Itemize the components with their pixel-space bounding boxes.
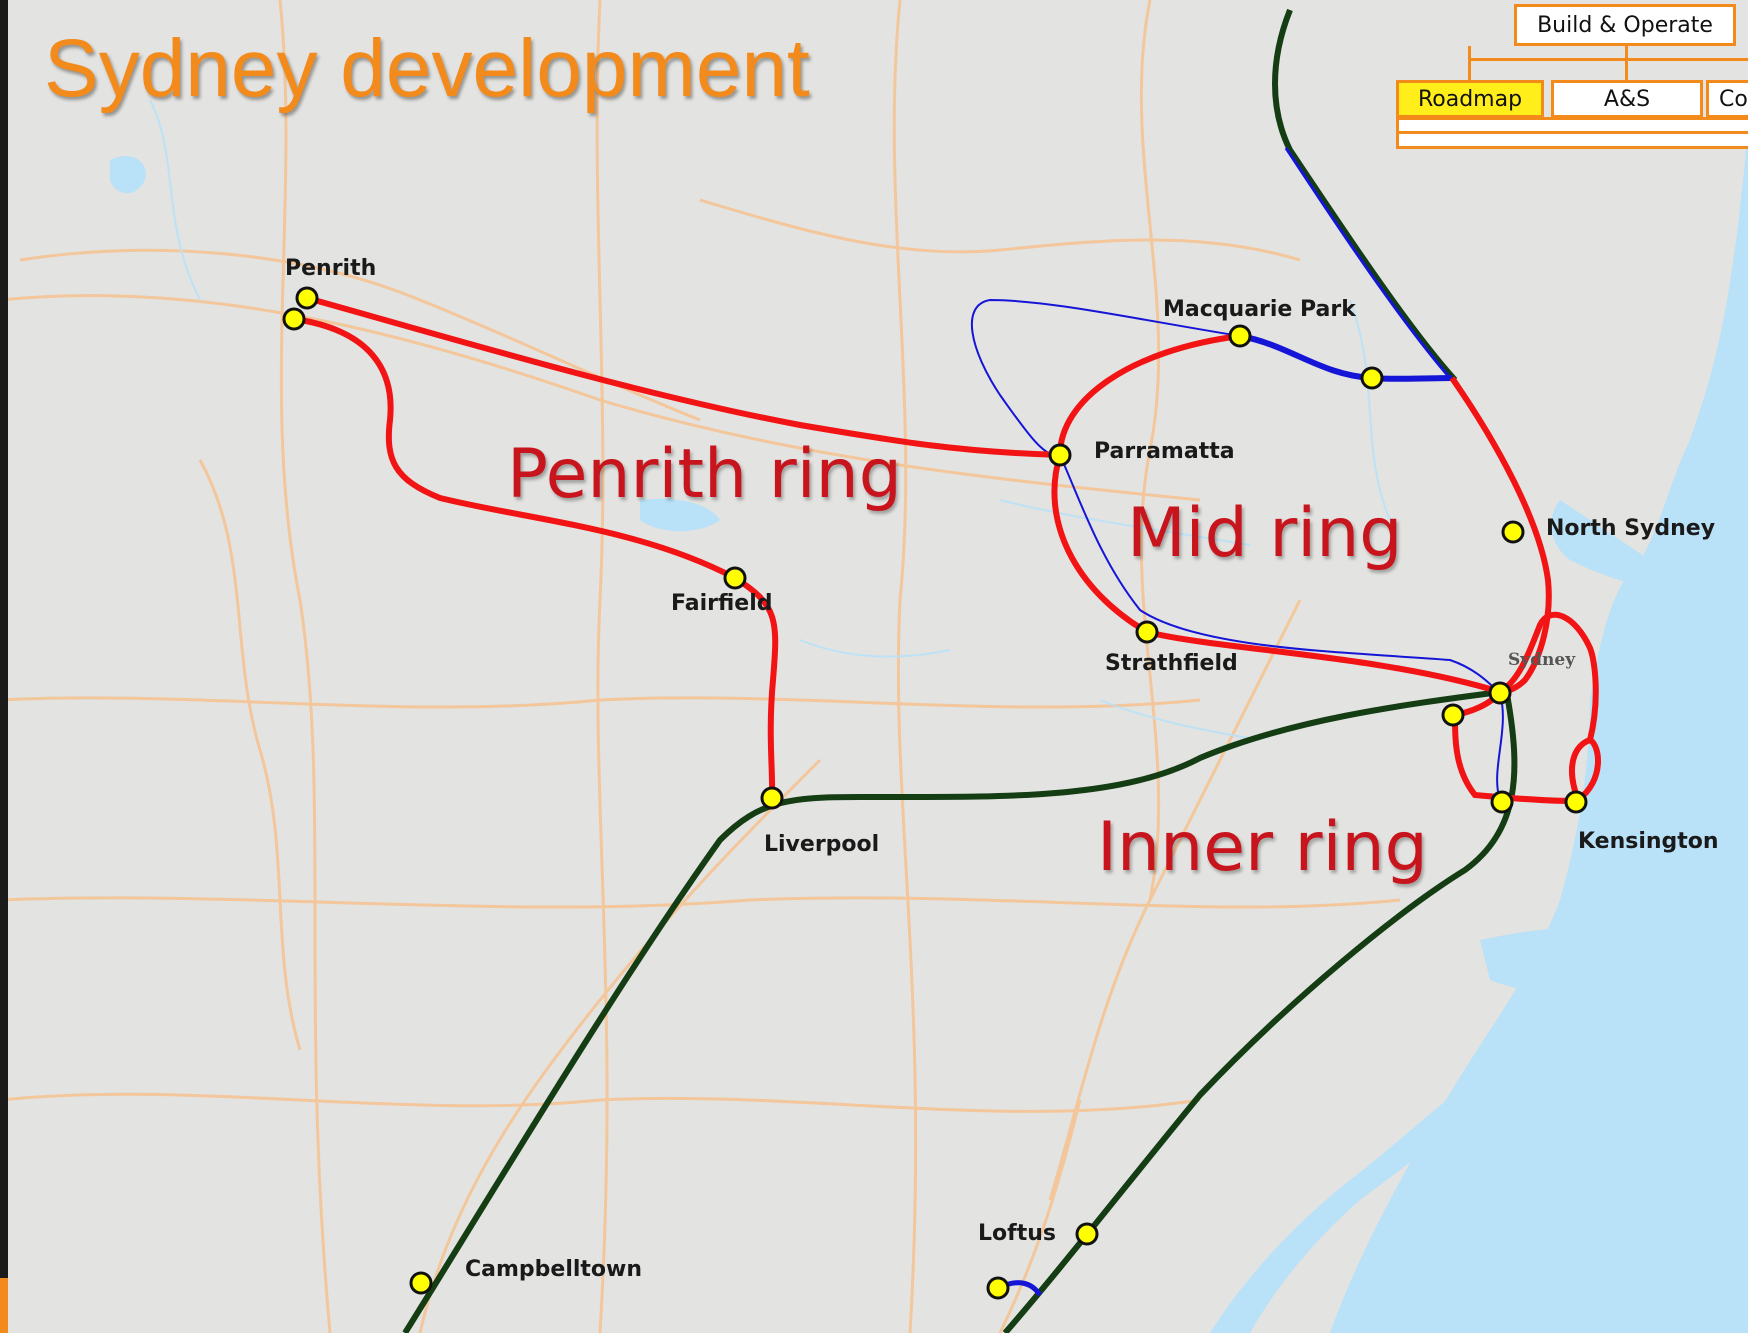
station-marker-parramatta[interactable] bbox=[1048, 443, 1072, 467]
red-lines bbox=[293, 295, 1601, 804]
tab-roadmap[interactable]: Roadmap bbox=[1396, 80, 1544, 118]
red-line-penrith-parramatta bbox=[306, 295, 1061, 458]
botany-bay bbox=[1480, 928, 1620, 996]
sea bbox=[1330, 130, 1748, 1333]
page-title: Sydney development bbox=[44, 23, 810, 114]
station-marker-fairfield[interactable] bbox=[723, 566, 747, 590]
blue-line-macquarie-thick bbox=[1239, 333, 1453, 382]
ring-label-inner: Inner ring bbox=[1097, 808, 1428, 887]
nav-strip-divider bbox=[1396, 131, 1748, 134]
station-marker-penrith[interactable] bbox=[295, 286, 319, 310]
station-label-kensington: Kensington bbox=[1578, 829, 1719, 854]
station-marker-loftus[interactable] bbox=[1075, 1222, 1099, 1246]
station-marker-kensington-west[interactable] bbox=[1490, 790, 1514, 814]
nav-connector bbox=[1625, 58, 1628, 82]
station-label-liverpool: Liverpool bbox=[764, 832, 879, 857]
green-line-south bbox=[1002, 684, 1518, 1333]
station-labels: Penrith Macquarie Park Parramatta North … bbox=[285, 256, 1719, 1282]
slide-left-edge-accent bbox=[0, 1278, 8, 1333]
station-marker-liverpool[interactable] bbox=[760, 786, 784, 810]
station-marker-north-sydney[interactable] bbox=[1501, 520, 1525, 544]
station-marker-sydney[interactable] bbox=[1488, 681, 1512, 705]
station-marker-macquarie-east[interactable] bbox=[1360, 366, 1384, 390]
water-layer bbox=[110, 130, 1748, 1333]
station-marker-kensington[interactable] bbox=[1564, 790, 1588, 814]
station-marker-sydney-west[interactable] bbox=[1441, 703, 1465, 727]
ring-label-mid: Mid ring bbox=[1127, 494, 1402, 573]
slide-left-edge bbox=[0, 0, 8, 1333]
station-marker-loftus-2[interactable] bbox=[986, 1276, 1010, 1300]
harbour bbox=[1551, 500, 1660, 590]
station-marker-strathfield[interactable] bbox=[1135, 620, 1159, 644]
nav-connector bbox=[1468, 58, 1471, 82]
station-label-macquarie-park: Macquarie Park bbox=[1163, 297, 1357, 322]
blue-line-north bbox=[1284, 147, 1452, 379]
nav-connector bbox=[1468, 58, 1748, 61]
red-line-inner-loop bbox=[1451, 611, 1601, 804]
red-line-north-sydney bbox=[1449, 376, 1552, 695]
green-lines bbox=[402, 8, 1518, 1333]
nav-connector bbox=[1625, 46, 1628, 60]
creek-layer bbox=[149, 99, 1391, 741]
station-label-sydney: Sydney bbox=[1508, 650, 1576, 670]
station-marker-campbelltown[interactable] bbox=[409, 1271, 433, 1295]
tab-co[interactable]: Co bbox=[1706, 80, 1748, 118]
nav-connector bbox=[1468, 46, 1471, 60]
station-label-loftus: Loftus bbox=[978, 1221, 1056, 1246]
reservoir bbox=[640, 498, 720, 532]
station-label-parramatta: Parramatta bbox=[1094, 439, 1235, 464]
station-label-strathfield: Strathfield bbox=[1105, 651, 1238, 676]
road-layer bbox=[0, 0, 1401, 1333]
blue-line-kensington-thin bbox=[1496, 692, 1504, 801]
nav-build-operate[interactable]: Build & Operate bbox=[1514, 4, 1736, 46]
station-label-fairfield: Fairfield bbox=[671, 591, 773, 616]
lake-west bbox=[110, 156, 146, 194]
tab-as[interactable]: A&S bbox=[1551, 80, 1703, 118]
station-label-north-sydney: North Sydney bbox=[1546, 516, 1715, 541]
red-line-penrith-liverpool bbox=[293, 316, 779, 798]
station-marker-macquarie-park[interactable] bbox=[1228, 324, 1252, 348]
green-line-southwest bbox=[402, 689, 1501, 1333]
green-line-north bbox=[1272, 8, 1458, 383]
station-marker-penrith-2[interactable] bbox=[282, 307, 306, 331]
station-markers bbox=[282, 286, 1588, 1300]
station-label-penrith: Penrith bbox=[285, 256, 376, 281]
station-label-campbelltown: Campbelltown bbox=[465, 1257, 642, 1282]
ring-label-penrith: Penrith ring bbox=[507, 435, 902, 514]
river bbox=[1210, 1090, 1480, 1333]
ring-labels: Penrith ring Mid ring Inner ring bbox=[507, 435, 1428, 887]
